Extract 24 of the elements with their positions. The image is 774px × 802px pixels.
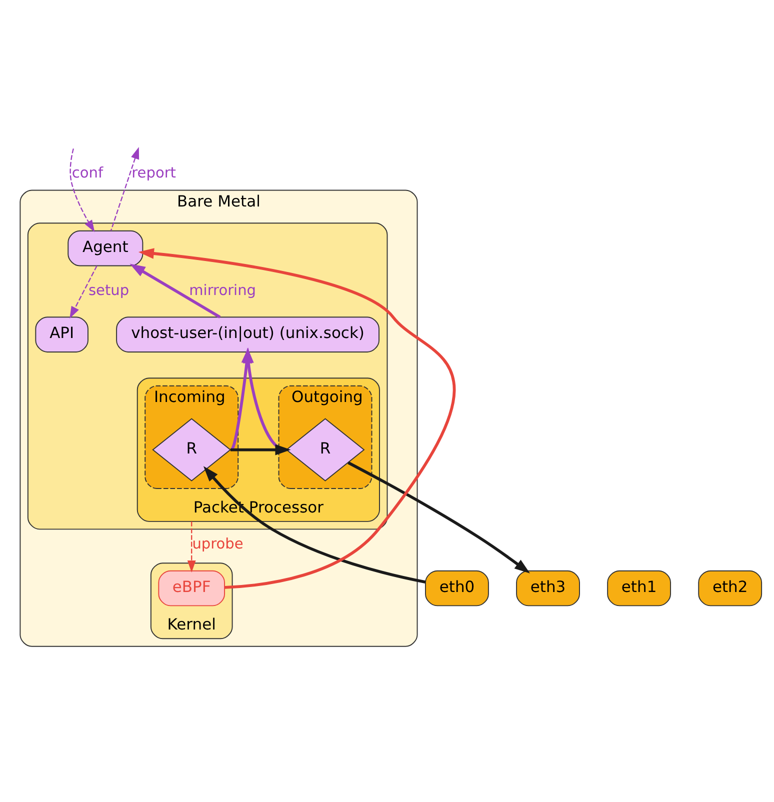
node-box: eth1	[607, 570, 671, 606]
arrow	[348, 461, 530, 574]
node-box: vhost-user-(in|out) (unix.sock)	[116, 316, 380, 352]
arrow	[130, 264, 221, 318]
edge-label: setup	[88, 282, 130, 299]
node-box: Agent	[68, 230, 144, 266]
arrow	[110, 146, 140, 231]
edge-label: uprobe	[192, 536, 244, 553]
node-box: eth3	[516, 570, 580, 606]
cluster	[27, 222, 388, 530]
arrow	[187, 521, 196, 573]
node-box: eth2	[698, 570, 762, 606]
node-diamond: R	[286, 418, 365, 482]
arrow	[138, 248, 456, 589]
arrow	[230, 444, 291, 456]
node-box: eth0	[425, 570, 489, 606]
arrow	[70, 266, 98, 318]
edge-label: report	[132, 166, 176, 182]
edge-label: mirroring	[189, 282, 256, 299]
arrow	[70, 148, 95, 232]
node-box: eBPF	[158, 570, 226, 606]
node-box: API	[35, 316, 88, 352]
edge-label: conf	[72, 166, 104, 182]
arrow	[203, 466, 426, 584]
